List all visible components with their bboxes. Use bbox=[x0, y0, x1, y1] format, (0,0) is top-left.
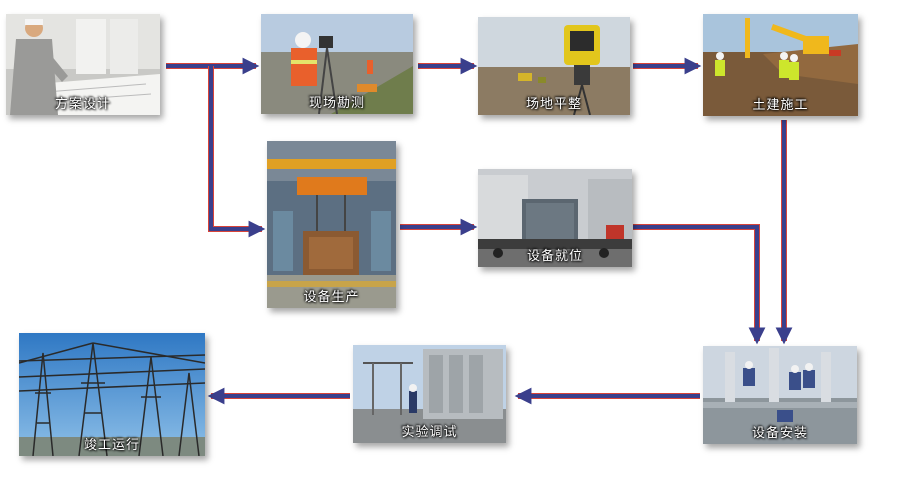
step-production: 设备生产 bbox=[267, 141, 396, 308]
step-testing: 实验调试 bbox=[353, 345, 506, 443]
step-survey-label: 现场勘测 bbox=[308, 96, 365, 111]
step-positioning: 设备就位 bbox=[478, 169, 632, 267]
installation-photo bbox=[703, 346, 857, 444]
step-operation-label: 竣工运行 bbox=[83, 438, 140, 453]
step-operation: 竣工运行 bbox=[19, 333, 205, 456]
survey-photo bbox=[261, 14, 413, 114]
operation-photo bbox=[19, 333, 205, 456]
step-installation: 设备安装 bbox=[703, 346, 857, 444]
step-positioning-label: 设备就位 bbox=[526, 249, 583, 264]
step-design: 方案设计 bbox=[6, 14, 160, 115]
arrow-design-to-production bbox=[208, 66, 262, 232]
step-leveling: 场地平整 bbox=[478, 17, 630, 115]
step-survey: 现场勘测 bbox=[261, 14, 413, 114]
step-installation-label: 设备安装 bbox=[751, 426, 808, 441]
step-design-label: 方案设计 bbox=[54, 97, 111, 112]
step-leveling-label: 场地平整 bbox=[525, 97, 582, 112]
step-civil-label: 土建施工 bbox=[752, 98, 809, 113]
arrow-positioning-to-installation bbox=[633, 224, 760, 341]
positioning-photo bbox=[478, 169, 632, 267]
step-civil: 土建施工 bbox=[703, 14, 858, 116]
production-photo bbox=[267, 141, 396, 308]
leveling-photo bbox=[478, 17, 630, 115]
design-photo bbox=[6, 14, 160, 115]
testing-photo bbox=[353, 345, 506, 443]
civil-photo bbox=[703, 14, 858, 116]
step-testing-label: 实验调试 bbox=[401, 425, 458, 440]
step-production-label: 设备生产 bbox=[303, 290, 360, 305]
